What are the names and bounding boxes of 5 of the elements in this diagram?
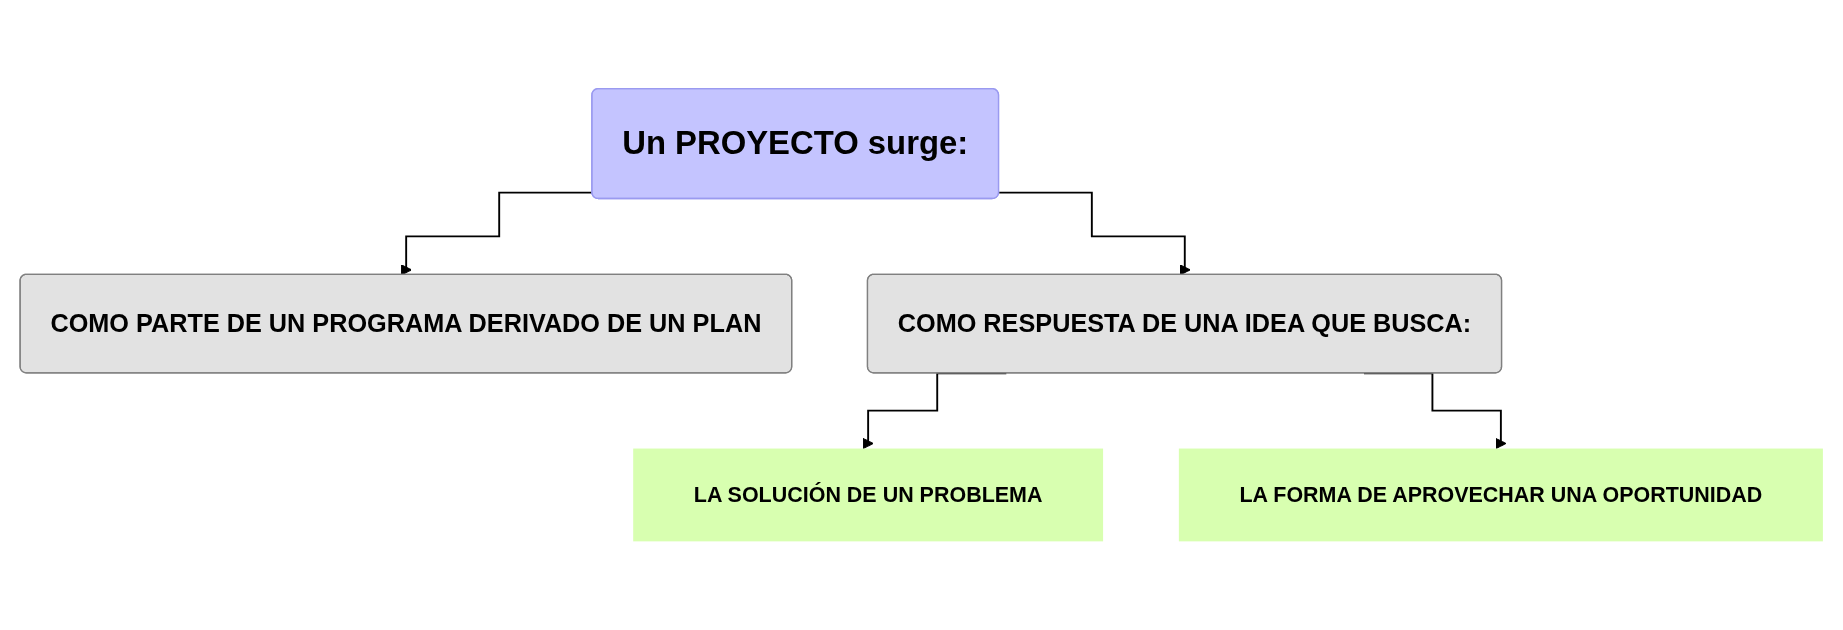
arrow <box>1363 372 1507 450</box>
node-box: LA SOLUCIÓN DE UN PROBLEMA <box>633 448 1104 542</box>
arrow <box>998 191 1191 276</box>
arrow <box>862 372 1008 450</box>
node-box: LA FORMA DE APROVECHAR UNA OPORTUNIDAD <box>1178 448 1823 542</box>
